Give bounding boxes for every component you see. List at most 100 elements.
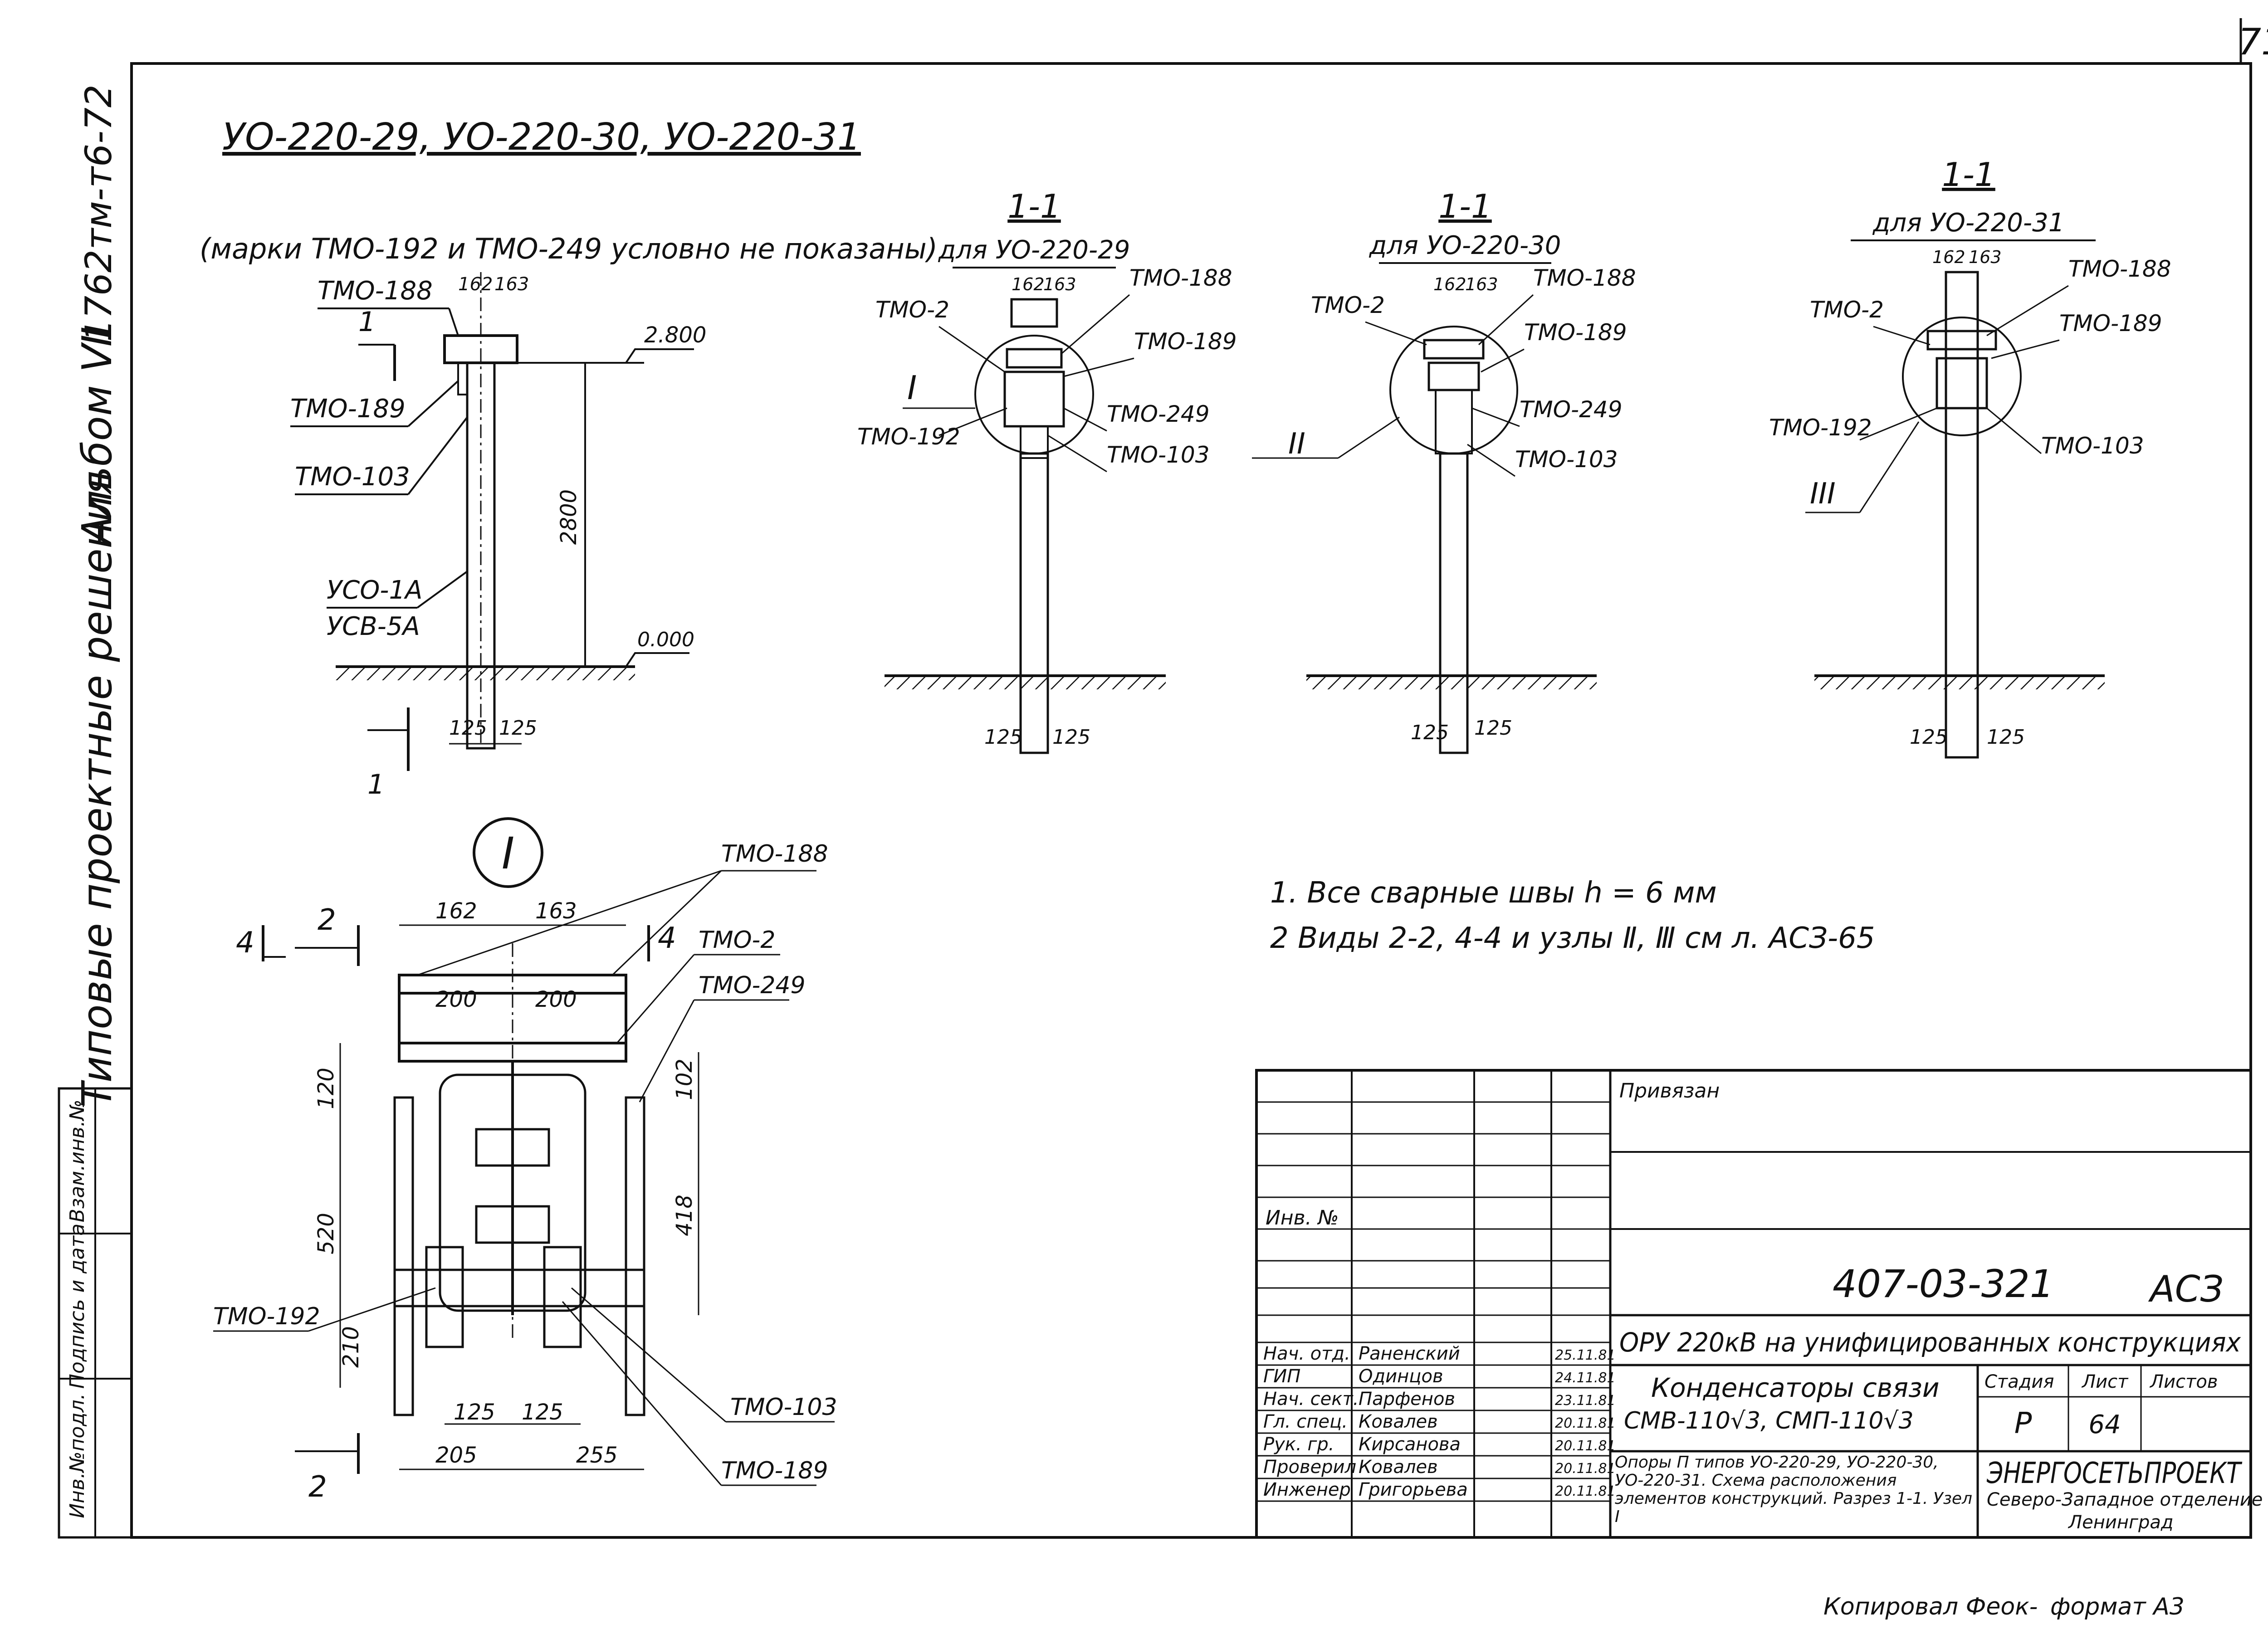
s31-node-circle <box>1902 317 2022 436</box>
s30-tag-tmo103: ТМО-103 <box>1515 446 1618 473</box>
nd-dim-418: 418 <box>672 1195 697 1236</box>
tb-org-dept: Северо-Западное отделение <box>1987 1489 2263 1510</box>
s30-dim-162: 162 <box>1433 274 1466 294</box>
nd-tag-tmo249: ТМО-249 <box>699 972 806 999</box>
section-30-subtitle: для УО-220-30 <box>1369 231 1561 260</box>
staff-date: 25.11.81 <box>1555 1347 1616 1363</box>
foundation-b: УСВ-5А <box>327 612 420 641</box>
staff-date: 20.11.81 <box>1555 1415 1616 1431</box>
staff-role: Нач. сект. <box>1263 1389 1359 1410</box>
nd-dim-163: 163 <box>535 898 577 924</box>
staff-name: Григорьева <box>1359 1479 1468 1500</box>
main-view: УО-220-29, УО-220-30, УО-220-31 (марки Т… <box>200 116 938 800</box>
staff-role: ГИП <box>1263 1366 1300 1387</box>
note-1: 1. Все сварные швы h = 6 мм <box>1270 876 1717 910</box>
tb-project: ОРУ 220кВ на унифицированных конструкция… <box>1619 1327 2241 1358</box>
album-code: 1762тм-т6-72 <box>78 84 120 342</box>
nd-dim-200-r: 200 <box>535 987 577 1012</box>
album-name: Альбом Ⅶ <box>73 327 121 546</box>
staff-date: 20.11.81 <box>1555 1461 1616 1477</box>
s30-tag-tmo2: ТМО-2 <box>1311 292 1385 318</box>
s31-dim-162: 162 <box>1932 247 1965 267</box>
s29-dim-125-l: 125 <box>984 726 1022 749</box>
staff-role: Проверил <box>1263 1457 1356 1478</box>
section-31: 1-1 для УО-220-31 162 163 ТМО-188 ТМО-18… <box>1769 156 2171 759</box>
tb-item-line2: СМВ-110√3, СМП-110√3 <box>1624 1407 1914 1434</box>
title-block: Привязан Инв. № 407-03-321 АСЗ ОРУ 220кВ… <box>1255 1069 2263 1539</box>
tb-doc-mark: АСЗ <box>2148 1268 2224 1310</box>
tb-linked: Привязан <box>1619 1079 1720 1102</box>
s31-node: III <box>1810 477 1836 511</box>
dim-125-l: 125 <box>449 717 487 740</box>
level-top: 2.800 <box>644 322 706 348</box>
note-2: 2 Виды 2-2, 4-4 и узлы Ⅱ, Ⅲ см л. АСЗ-65 <box>1270 922 1875 955</box>
s29-tag-tmo192: ТМО-192 <box>857 424 960 450</box>
tag-tmo103: ТМО-103 <box>295 462 410 492</box>
level-ground: 0.000 <box>637 628 694 651</box>
nd-dim-255: 255 <box>576 1443 618 1468</box>
nd-tag-tmo103: ТМО-103 <box>730 1394 837 1421</box>
notes: 1. Все сварные швы h = 6 мм 2 Виды 2-2, … <box>1270 876 1875 955</box>
dim-125-r: 125 <box>499 717 537 740</box>
series-title: Типовые проектные решения <box>73 471 121 1107</box>
staff-name: Раненский <box>1359 1343 1460 1364</box>
tb-item-line1: Конденсаторы связи <box>1651 1372 1940 1403</box>
tb-stage-label: Стадия <box>1984 1371 2054 1392</box>
s29-tag-tmo2: ТМО-2 <box>875 297 949 323</box>
s31-tag-tmo2: ТМО-2 <box>1810 297 1884 323</box>
section-30-title: 1-1 <box>1438 187 1492 225</box>
staff-role: Нач. отд. <box>1263 1343 1350 1364</box>
s30-dim-125-r: 125 <box>1474 717 1512 740</box>
tb-doc-number: 407-03-321 <box>1833 1262 2054 1306</box>
nd-tag-tmo189: ТМО-189 <box>721 1457 828 1484</box>
tb-inv-no: Инв. № <box>1266 1206 1339 1229</box>
capital-plate <box>443 334 518 364</box>
s29-tag-tmo249: ТМО-249 <box>1107 401 1210 427</box>
foundation-a: УСО-1А <box>327 576 422 605</box>
staff-name: Ковалев <box>1359 1411 1438 1432</box>
section-31-title: 1-1 <box>1942 156 1995 194</box>
staff-date: 24.11.81 <box>1555 1370 1616 1386</box>
staff-name: Одинцов <box>1359 1366 1443 1387</box>
tb-staff-rows: Нач. отд. Раненский 25.11.81 ГИП Одинцов… <box>1263 1343 1616 1500</box>
staff-date: 20.11.81 <box>1555 1483 1616 1499</box>
main-title: УО-220-29, УО-220-30, УО-220-31 <box>222 116 861 159</box>
strip-label-replace: Взам.инв.№ <box>66 1100 89 1223</box>
copied-by: Копировал Феок- <box>1823 1593 2038 1620</box>
s29-tag-tmo188: ТМО-188 <box>1129 265 1232 291</box>
section-29-subtitle: для УО-220-29 <box>938 235 1130 265</box>
tb-stage: Р <box>2014 1407 2032 1440</box>
s30-node: II <box>1288 427 1305 461</box>
staff-date: 20.11.81 <box>1555 1438 1616 1454</box>
staff-role: Рук. гр. <box>1263 1434 1334 1455</box>
s30-dim-163: 163 <box>1465 274 1498 294</box>
s29-node-circle <box>974 335 1094 454</box>
staff-name: Ковалев <box>1359 1457 1438 1478</box>
view-2-bottom: 2 <box>308 1470 327 1504</box>
s31-tag-tmo188: ТМО-188 <box>2068 256 2171 282</box>
s30-pole <box>1439 452 1469 754</box>
s29-tag-tmo189: ТМО-189 <box>1134 328 1237 355</box>
s31-dim-163: 163 <box>1969 247 2002 267</box>
s29-node: I <box>907 369 917 407</box>
section-29-title: 1-1 <box>1007 187 1061 225</box>
nd-dim-210: 210 <box>338 1326 364 1368</box>
sheet-frame <box>58 18 2252 1539</box>
left-margin-text: 1762тм-т6-72 Альбом Ⅶ Типовые проектные … <box>66 84 121 1518</box>
nd-dim-102: 102 <box>672 1058 697 1100</box>
s31-tag-tmo189: ТМО-189 <box>2059 310 2162 337</box>
nd-dim-125-l: 125 <box>454 1400 495 1425</box>
strip-label-sign: Подпись и дата <box>66 1224 89 1389</box>
strip-label-inv: Инв.№подл. <box>66 1393 89 1518</box>
section-29: 1-1 для УО-220-29 162 163 ТМО-188 ТМО-18… <box>857 187 1237 754</box>
tb-drawing-desc: Опоры П типов УО-220-29, УО-220-30, УО-2… <box>1615 1454 1972 1526</box>
nd-dim-520: 520 <box>313 1213 339 1254</box>
view-4-right: 4 <box>658 922 676 955</box>
s29-dim-163: 163 <box>1043 274 1076 294</box>
s31-tag-tmo192: ТМО-192 <box>1769 415 1872 441</box>
tb-sheets-label: Листов <box>2149 1371 2218 1392</box>
tag-tmo189: ТМО-189 <box>290 394 406 424</box>
page-number: 71 <box>2238 21 2268 63</box>
tag-tmo188: ТМО-188 <box>318 276 433 306</box>
pole-height: 2800 <box>556 489 582 545</box>
